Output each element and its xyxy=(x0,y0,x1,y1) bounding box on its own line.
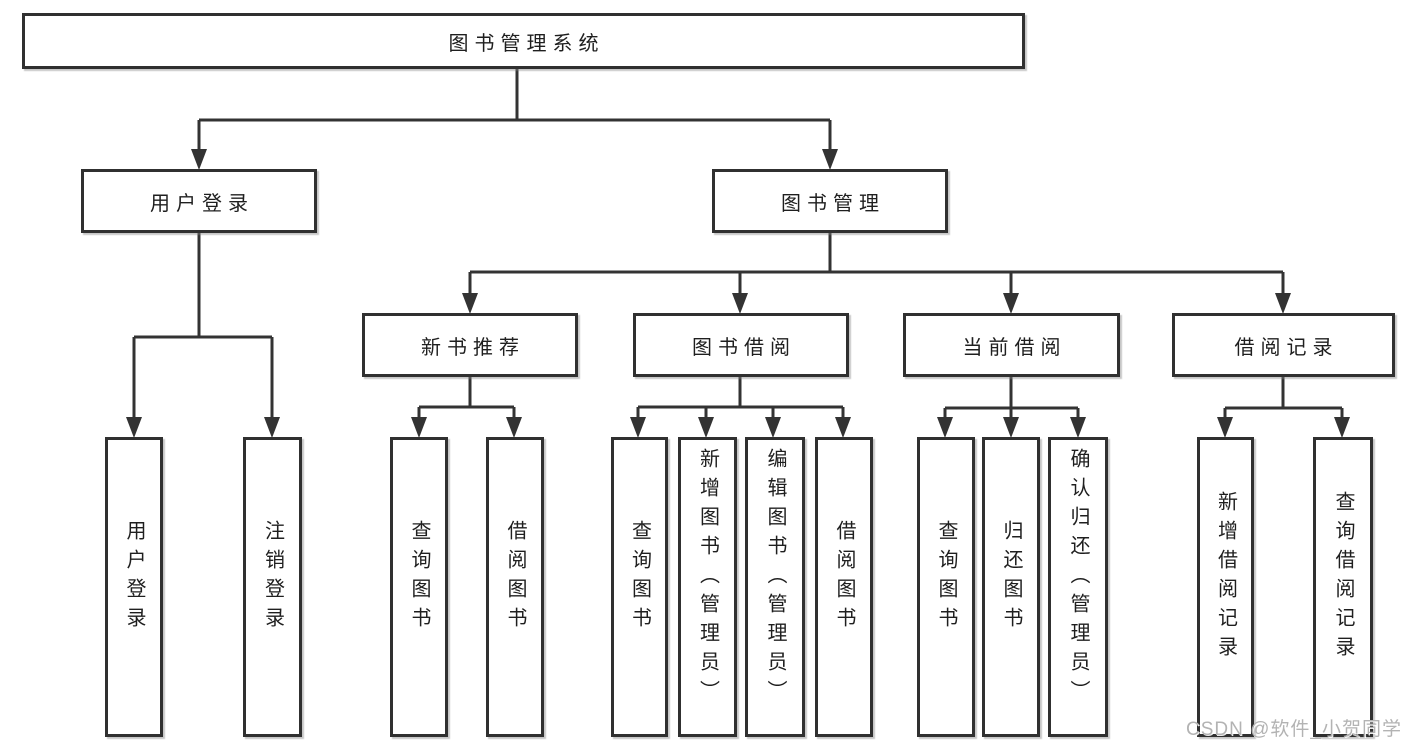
node-label: 确认归还（管理员） xyxy=(1067,447,1089,709)
leaf-query-books-recommend: 查询图书 xyxy=(390,437,448,737)
node-book-management: 图书管理 xyxy=(712,169,948,233)
node-label: 注销登录 xyxy=(261,520,284,636)
node-label: 图书管理系统 xyxy=(448,32,605,55)
node-label: 查询借阅记录 xyxy=(1332,491,1354,665)
leaf-query-borrow-record: 查询借阅记录 xyxy=(1313,437,1373,737)
node-label: 当前借阅 xyxy=(962,336,1067,359)
node-new-book-recommend: 新书推荐 xyxy=(362,313,578,377)
node-borrowing-records: 借阅记录 xyxy=(1172,313,1395,377)
leaf-borrow-books: 借阅图书 xyxy=(815,437,873,737)
node-book-borrowing: 图书借阅 xyxy=(633,313,849,377)
leaf-query-books-borrowing: 查询图书 xyxy=(611,437,668,737)
node-label: 编辑图书（管理员） xyxy=(764,447,786,709)
leaf-add-books-admin: 新增图书（管理员） xyxy=(678,437,737,737)
node-user-login: 用户登录 xyxy=(81,169,317,233)
leaf-edit-books-admin: 编辑图书（管理员） xyxy=(745,437,805,737)
leaf-add-borrow-record: 新增借阅记录 xyxy=(1197,437,1254,737)
node-label: 用户登录 xyxy=(123,520,145,636)
node-label: 新书推荐 xyxy=(421,336,525,359)
node-label: 新增图书（管理员） xyxy=(696,447,719,709)
node-label: 借阅图书 xyxy=(833,520,855,636)
node-library-management-system: 图书管理系统 xyxy=(22,13,1025,69)
leaf-confirm-return-admin: 确认归还（管理员） xyxy=(1048,437,1108,737)
leaf-logout: 注销登录 xyxy=(243,437,302,737)
leaf-query-books-current: 查询图书 xyxy=(917,437,975,737)
node-label: 查询图书 xyxy=(628,520,651,636)
node-current-borrowing: 当前借阅 xyxy=(903,313,1120,377)
node-label: 查询图书 xyxy=(408,520,430,636)
node-label: 归还图书 xyxy=(1000,520,1022,636)
csdn-watermark: CSDN @软件_小贺同学 xyxy=(1186,719,1402,740)
node-label: 借阅图书 xyxy=(504,520,526,636)
node-label: 新增借阅记录 xyxy=(1214,491,1237,665)
leaf-return-books: 归还图书 xyxy=(982,437,1040,737)
leaf-user-login: 用户登录 xyxy=(105,437,163,737)
leaf-borrow-books-recommend: 借阅图书 xyxy=(486,437,544,737)
node-label: 图书借阅 xyxy=(692,336,796,359)
node-label: 借阅记录 xyxy=(1234,336,1339,359)
node-label: 用户登录 xyxy=(150,192,254,215)
node-label: 图书管理 xyxy=(781,192,885,215)
node-label: 查询图书 xyxy=(935,520,957,636)
